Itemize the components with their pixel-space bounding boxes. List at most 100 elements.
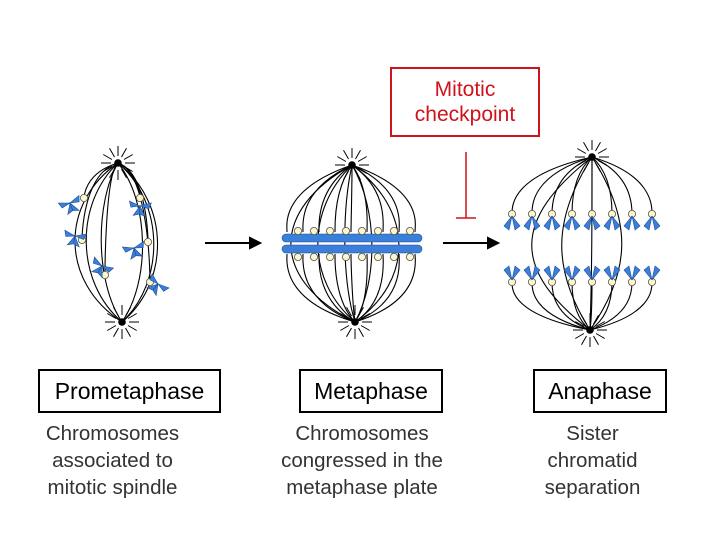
aster-ray [337,156,347,162]
kinetochore [309,252,318,261]
kinetochore [325,252,334,261]
metaphase-desc-line1: Chromosomes [295,422,429,445]
kinetochore [588,209,597,218]
spindle-fiber [354,253,400,323]
chromatid [152,282,159,297]
chromatid-arm [511,265,521,281]
kinetochore [293,252,302,261]
separated-chromatid [643,265,661,281]
anaphase-desc-line2: chromatid [547,449,638,472]
chromatid-arm [631,265,641,281]
aster-ray [123,154,133,160]
metaphase-description: Chromosomes congressed in the metaphase … [268,420,456,501]
aster-ray [340,313,350,319]
aster-ray [358,307,364,317]
spindle-fiber [591,156,653,215]
chromatid-arm [583,265,593,281]
checkpoint-label-line2: checkpoint [414,103,516,126]
kinetochore [507,277,516,286]
chromatid-arm [543,265,553,281]
chromatid-arm [551,215,561,231]
kinetochore [80,193,89,202]
metaphase-title: Metaphase [314,377,428,404]
kinetochore [568,277,577,286]
centrosome [114,159,122,167]
chromosome [64,229,88,248]
spindle-fiber [350,253,356,323]
spindle-fiber [589,281,613,331]
kinetochore [548,209,557,218]
kinetochore [389,226,398,235]
prometaphase-desc-line1: Chromosomes [45,422,180,445]
spindle-fiber [317,164,356,323]
kinetochore [341,226,350,235]
aster-ray [595,321,605,327]
separated-chromatid [583,215,601,231]
aster-ray [595,142,601,152]
chromatid [138,204,146,218]
metaphase-title-box: Metaphase [299,369,443,413]
checkpoint-label-line1: Mitotic [434,78,496,101]
spindle-fiber [100,162,123,323]
spindle-fiber [286,253,356,323]
kinetochore [373,226,382,235]
chromatid-arm [551,265,561,281]
separated-chromatid [643,215,661,231]
prometaphase-title: Prometaphase [54,377,205,404]
aster-ray [107,325,117,331]
separated-chromatid [543,215,561,231]
aster-ray [355,170,361,180]
separated-chromatid [603,215,621,231]
separated-chromatid [523,215,541,231]
chromatid-arm [563,215,573,231]
aster-ray [597,160,607,166]
chromatid [64,229,77,237]
chromatid-arm [543,215,553,231]
chromatid [92,256,103,267]
centrosome [588,153,596,161]
aster-ray [581,315,587,325]
chromatid-arm [571,215,581,231]
chromatid [157,283,170,292]
chromatid-arm [623,215,633,231]
aster-ray [358,327,364,337]
chromatid-arm [563,265,573,281]
anaphase-desc-line3: separation [544,476,641,499]
arrowhead-2 [487,236,501,250]
spindle-fiber [351,164,400,233]
kinetochore [357,252,366,261]
kinetochore [143,237,152,246]
aster-ray [337,168,347,174]
centrosome [586,326,594,334]
chromatid [73,234,80,248]
spindle-fiber [117,162,155,323]
separated-chromatid [503,215,521,231]
checkpoint-inhibition-symbol [456,152,476,219]
spindle-fiber [561,156,593,331]
chromatid [138,202,152,210]
chromosome [90,256,115,279]
mitotic-checkpoint-box: Mitotic checkpoint [390,67,540,137]
kinetochore [648,277,657,286]
aster-ray [355,150,361,160]
chromosome [121,240,144,260]
chromatid-arm [503,215,513,231]
metaphase-plate-row [281,233,423,243]
chromosome [128,200,152,218]
aster-ray [109,168,115,178]
chromatid-arm [611,265,621,281]
chromosome [146,273,170,297]
separated-chromatid [563,215,581,231]
chromatid-arm [523,265,533,281]
aster-ray [593,315,599,325]
spindle-fiber [351,164,416,233]
aster-ray [343,170,349,180]
aster-ray [113,307,119,317]
prometaphase-desc-line3: mitotic spindle [47,476,178,499]
aster-ray [583,162,589,172]
chromatid-arm [611,215,621,231]
aster-ray [346,327,352,337]
kinetochore [628,209,637,218]
aster-ray [125,327,131,337]
kinetochore [341,252,350,261]
